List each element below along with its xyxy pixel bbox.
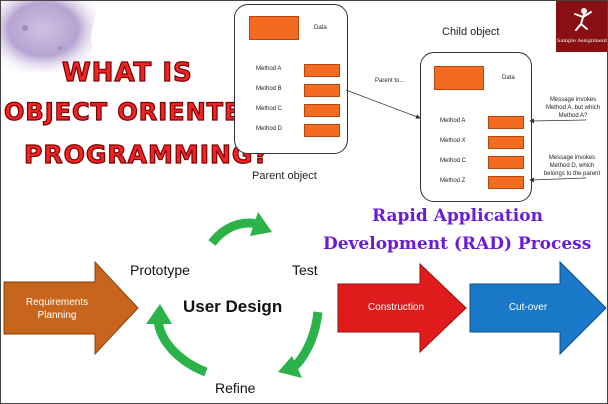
cycle-arrowhead-right [278,356,302,378]
parent-method-block [304,124,340,137]
message-1-text: Message invokes Method A, but which Meth… [540,96,606,120]
child-method-label: Method Z [440,178,466,184]
parent-method-label: Method D [256,126,283,132]
message-2-arrow [529,177,587,183]
parent-to-child-line [345,89,421,119]
construction-arrow [337,262,467,354]
watercolor-blob-decoration [0,0,97,74]
cycle-arrow-left [153,319,208,377]
cutover-arrow [469,260,607,356]
parent-data-label: Data [314,25,327,31]
child-object-caption: Child object [442,26,500,38]
figure-icon [574,8,592,31]
title-line-3: PROGRAMMING? [23,139,269,169]
refine-label: Refine [215,380,256,396]
message-1-line: Method A, but which [545,105,601,111]
prototype-label: Prototype [130,262,190,278]
message-1-line: Method A? [558,113,588,119]
parent-method-block [304,84,340,97]
message-2-line: Message invokes [548,155,596,161]
rad-title-line-1: Rapid Application [372,206,543,226]
test-label: Test [292,262,318,278]
message-2-text: Message invokes Method D, which belongs … [538,154,606,178]
message-2-line: Method D, which [549,163,595,169]
cycle-arrowhead-left [146,304,172,324]
message-1-line: Message invokes [549,97,597,103]
message-1-arrow [529,118,587,124]
title-line-2: OBJECT ORIENTED [3,97,263,126]
child-method-label: Method A [440,118,466,124]
brand-logo: Sample Assignment [556,0,608,52]
child-method-block [488,116,524,129]
construction-label: Construction [367,302,425,313]
parent-method-label: Method A [256,66,282,72]
user-design-label: User Design [183,297,283,316]
parent-method-label: Method B [256,86,282,92]
parent-to-label: Parent to... [375,78,405,84]
child-method-block [488,136,524,149]
child-data-label: Data [502,75,515,81]
logo-text: Sample Assignment [556,38,608,44]
parent-object-caption: Parent object [252,170,317,182]
child-method-label: Method X [440,138,466,144]
child-method-block [488,176,524,189]
child-method-block [488,156,524,169]
requirements-label-line: Requirements [25,297,89,308]
message-2-line: belongs to the parent [543,171,601,177]
cutover-label: Cut-over [508,302,548,313]
child-method-label: Method C [440,158,467,164]
parent-method-block [304,64,340,77]
title-line-1: WHAT IS [61,57,193,88]
parent-method-label: Method C [256,106,283,112]
parent-method-block [304,104,340,117]
requirements-arrow [3,260,139,356]
parent-data-block [249,16,299,40]
cycle-arrowhead-top [250,212,272,236]
requirements-label-line: Planning [37,310,77,321]
requirements-label: Requirements Planning [14,296,100,322]
rad-title-line-2: Development (RAD) Process [323,234,592,254]
child-data-block [434,66,484,90]
